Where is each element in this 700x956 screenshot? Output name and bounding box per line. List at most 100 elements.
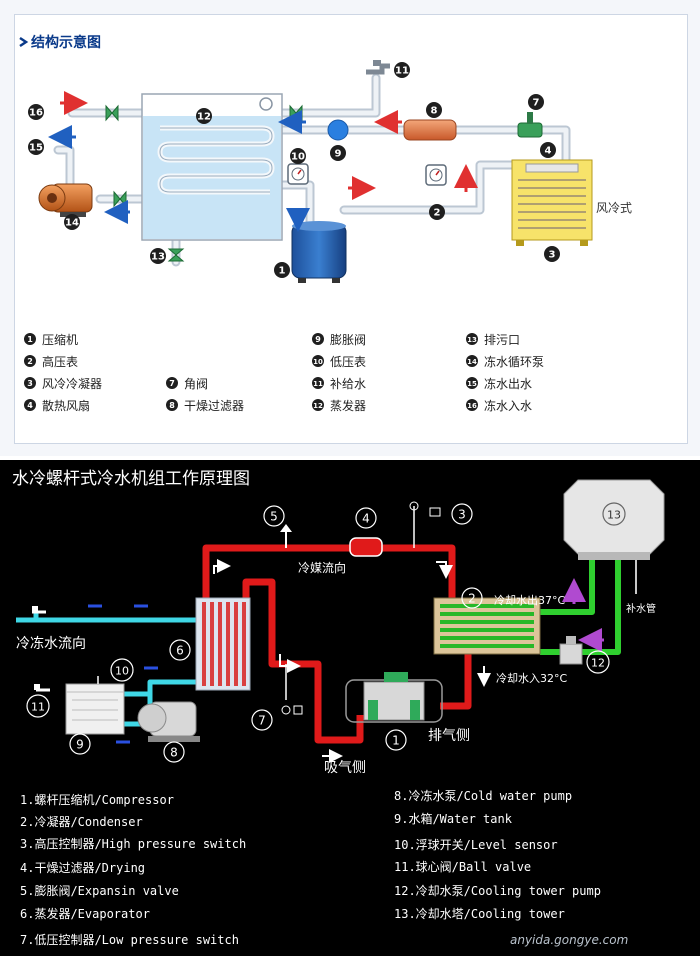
legend-item: 2.冷凝器/Condenser [20,814,143,829]
svg-text:排污口: 排污口 [484,333,520,347]
bottom-markers: 1 2 3 4 5 6 7 8 9 10 11 12 13 [26,502,626,763]
svg-text:1: 1 [279,266,286,277]
legend-item: 10.浮球开关/Level sensor [394,838,558,852]
svg-text:7: 7 [169,379,175,388]
valve-icon [113,190,127,208]
svg-text:冻水出水: 冻水出水 [484,376,532,391]
svg-text:11: 11 [31,701,45,714]
air-cooled-condenser-icon [511,159,593,246]
marker-3: 3 [544,246,560,262]
bottom-legend-right: 8.冷冻水泵/Cold water pump 9.水箱/Water tank 1… [394,788,601,921]
chilled-water-loop [16,612,196,727]
svg-text:14: 14 [467,358,477,366]
svg-text:16: 16 [467,402,477,410]
cooling-water-in-label: 冷却水入32°C [496,672,567,685]
legend-item: 8 干燥过滤器 [166,399,244,413]
bottom-flow-arrows [213,559,491,763]
svg-text:8: 8 [431,106,438,117]
svg-text:4: 4 [362,512,370,526]
svg-text:1: 1 [27,335,33,344]
svg-text:13: 13 [607,509,621,522]
cooling-water-out-label: 冷却水出37°C [494,593,565,607]
svg-text:15: 15 [467,380,477,388]
drying-filter-icon [349,537,383,557]
marker-6: 6 [169,639,191,661]
angle-valve-icon [517,112,543,138]
svg-text:9: 9 [335,149,342,160]
svg-text:6: 6 [176,644,184,658]
marker-4: 4 [540,142,556,158]
marker-8: 8 [426,102,442,118]
legend-item: 13.冷却水塔/Cooling tower [394,907,565,921]
high-pressure-gauge-icon [425,164,447,186]
legend-item: 7.低压控制器/Low pressure switch [20,933,239,947]
valve-icon [105,104,119,122]
marker-10: 10 [290,148,306,164]
condenser-icon [433,597,541,655]
legend-item: 4.干燥过滤器/Drying [20,861,145,875]
fan-icon [525,163,579,173]
float-ball-icon [259,97,273,111]
svg-text:4: 4 [545,146,552,157]
legend-item: 3.高压控制器/High pressure switch [20,836,246,851]
svg-text:8: 8 [170,746,178,760]
air-cooled-label: 风冷式 [596,201,632,215]
legend-item: 15 冻水出水 [466,376,532,391]
svg-text:2: 2 [434,208,441,219]
marker-12: 12 [586,650,610,674]
refrigerant-flow-label: 冷媒流向 [298,560,346,575]
marker-16: 16 [28,104,44,120]
low-pressure-gauge-icon [287,163,309,185]
svg-text:15: 15 [29,143,43,154]
ball-valve-icon [34,684,50,692]
legend-item: 6.蒸发器/Evaporator [20,906,150,921]
marker-7: 7 [251,709,273,731]
chilled-water-flow-label: 冷冻水流向 [16,635,86,652]
expansion-valve-icon [280,524,292,548]
suction-side-label: 吸气侧 [324,760,366,776]
svg-text:7: 7 [258,714,266,728]
marker-10: 10 [110,658,134,682]
marker-3: 3 [451,503,473,525]
valve-icon [289,104,303,122]
expansion-valve-icon [327,119,349,141]
svg-text:2: 2 [27,357,33,366]
top-markers: 16 15 14 13 12 11 10 9 8 7 4 2 3 1 [28,62,560,278]
svg-text:3: 3 [27,379,33,388]
svg-text:2: 2 [468,592,476,606]
water-tank-icon [65,676,125,735]
chilled-water-valve-icon [32,606,46,614]
svg-text:1: 1 [392,734,400,748]
cooling-tower-pump-icon [559,636,583,665]
top-flow-arrows [48,91,478,232]
svg-text:10: 10 [291,152,305,163]
bottom-legend-left: 1.螺杆压缩机/Compressor 2.冷凝器/Condenser 3.高压控… [20,792,246,947]
svg-text:7: 7 [533,98,540,109]
svg-text:蒸发器: 蒸发器 [330,398,366,413]
cold-water-pump-icon [137,701,200,742]
chilled-flow-dashes [88,604,158,744]
svg-text:16: 16 [29,108,43,119]
marker-12: 12 [196,108,212,124]
svg-text:干燥过滤器: 干燥过滤器 [184,399,244,413]
legend-item: 9.水箱/Water tank [394,811,513,826]
svg-text:10: 10 [313,358,323,366]
high-pressure-switch-icon [409,501,441,548]
cooling-water-out-pipe [540,560,595,615]
svg-text:8: 8 [169,401,175,410]
marker-1: 1 [274,262,290,278]
svg-text:风冷冷凝器: 风冷冷凝器 [42,376,102,391]
legend-item: 11.球心阀/Ball valve [394,860,531,874]
discharge-line [440,652,472,710]
low-pressure-switch-icon [281,664,303,715]
svg-text:散热风扇: 散热风扇 [42,398,90,413]
watermark: anyida.gongye.com [510,933,628,947]
marker-13: 13 [602,502,626,526]
svg-text:3: 3 [458,508,466,522]
top-title: 结构示意图 [31,34,101,51]
svg-text:11: 11 [313,380,323,388]
